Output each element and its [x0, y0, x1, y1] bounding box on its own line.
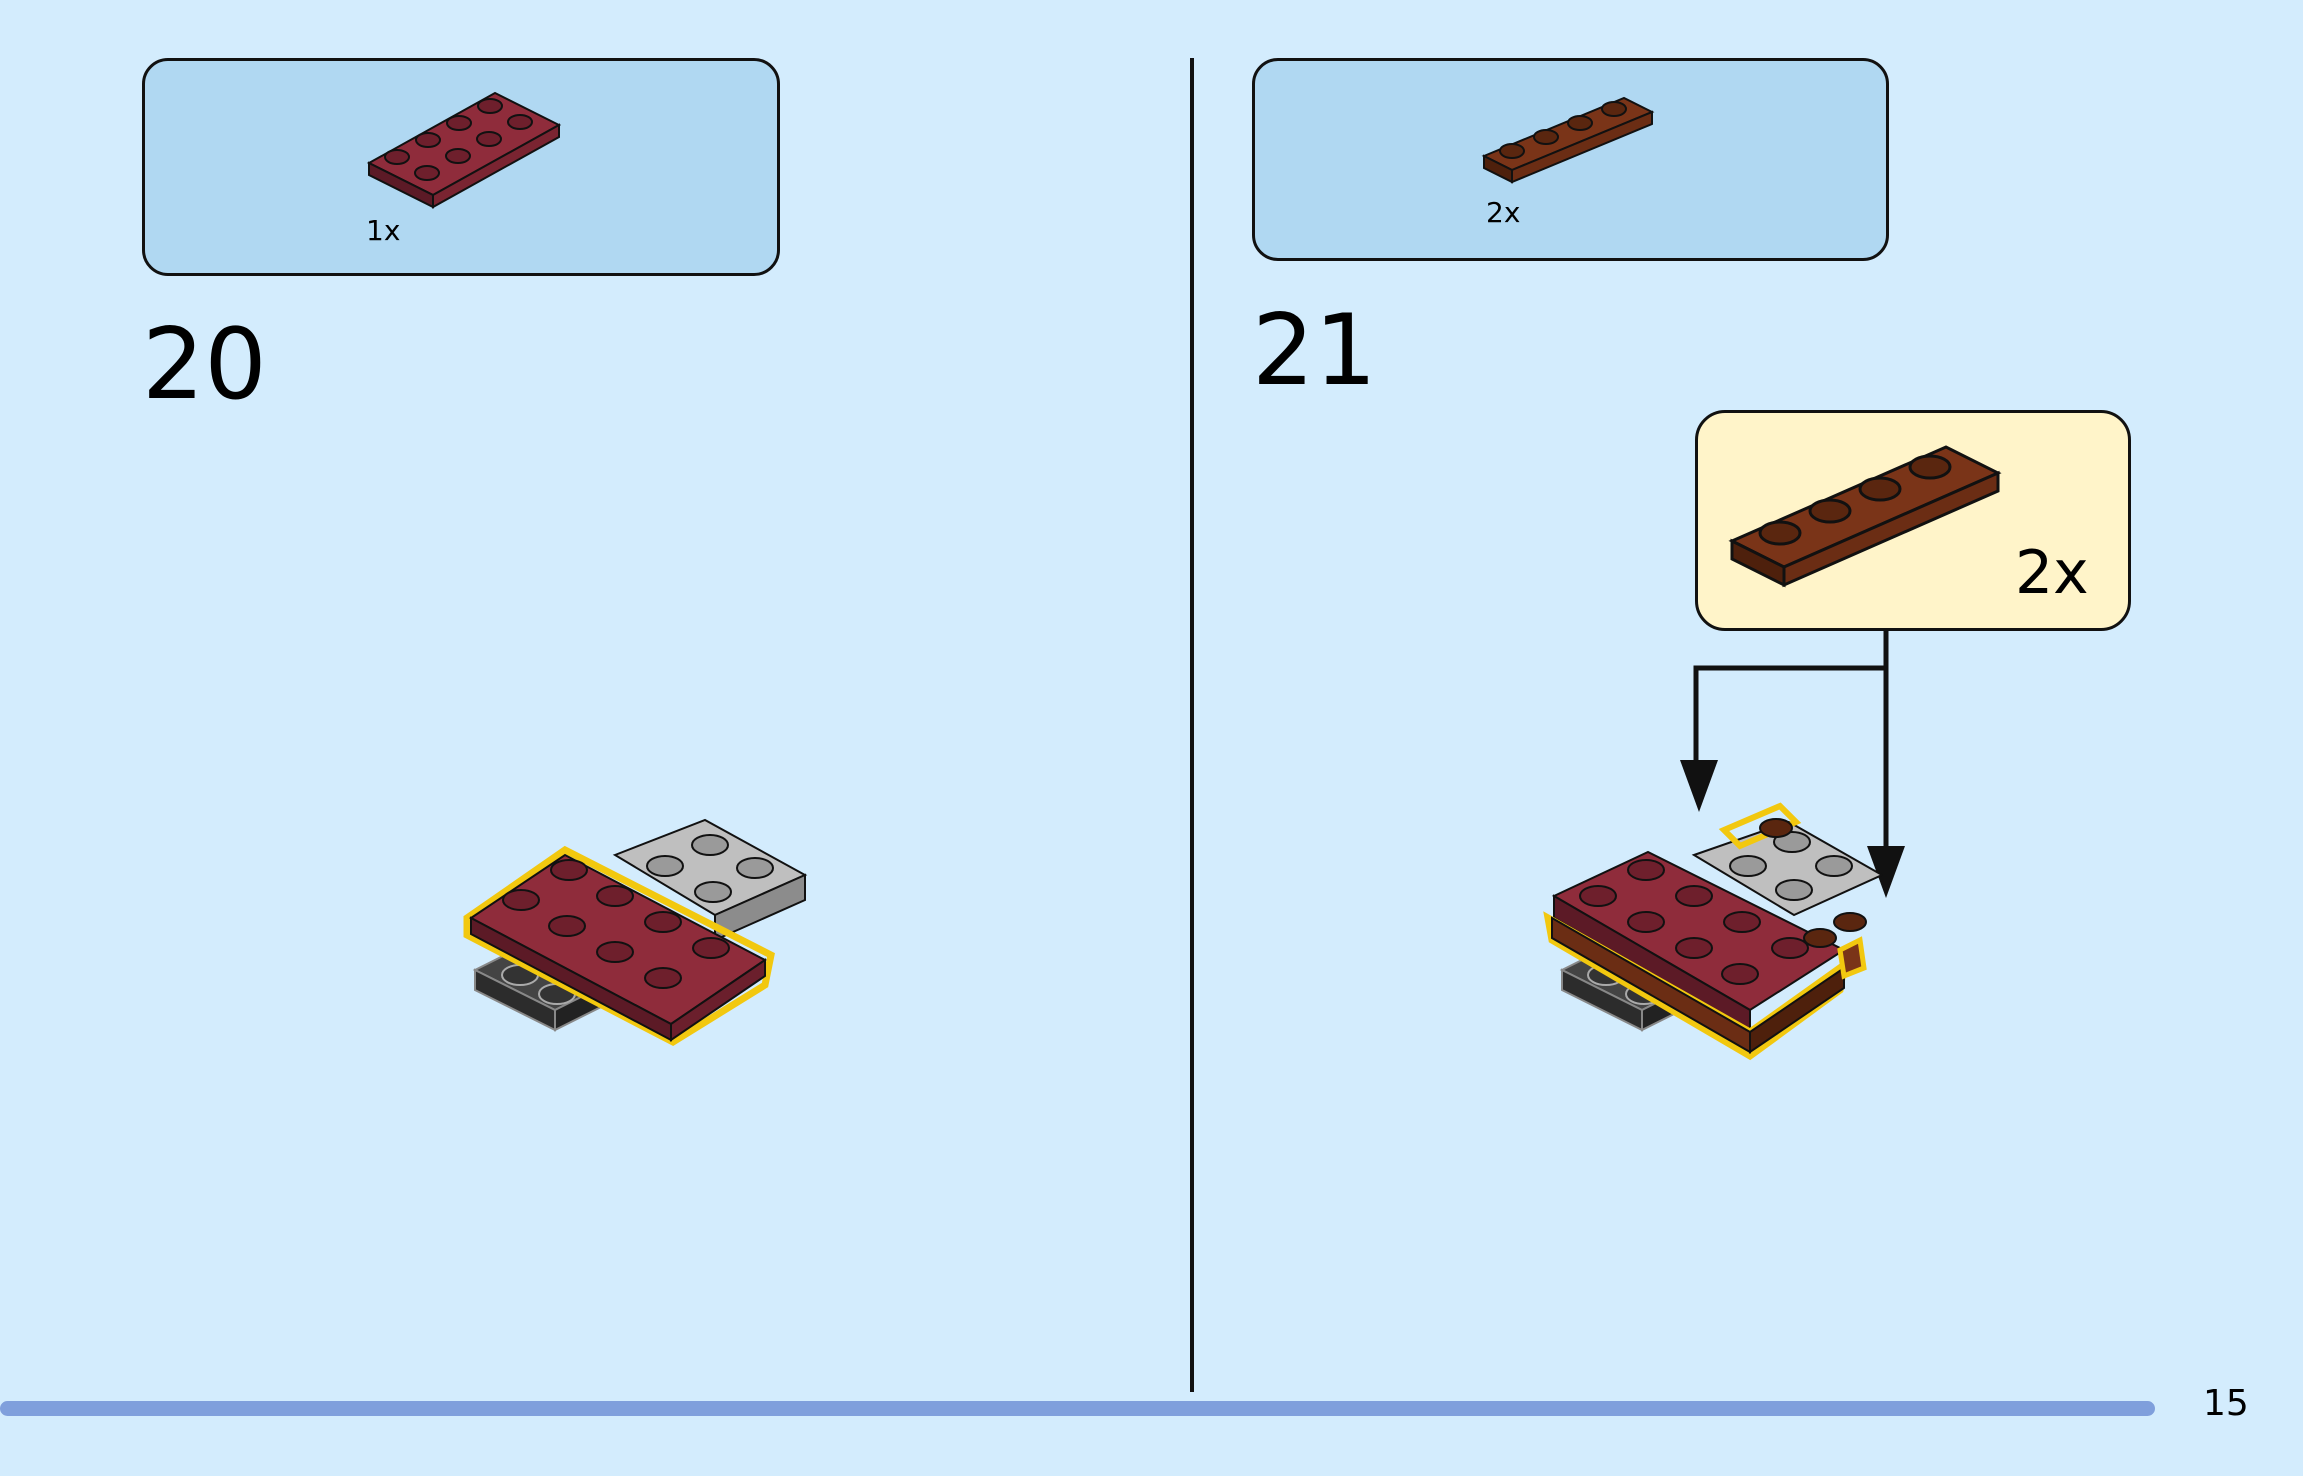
page-divider [1190, 58, 1194, 1392]
progress-bar [0, 1401, 2155, 1416]
plate-1x4-icon [1481, 96, 1655, 184]
arrow-down-icon [1680, 760, 1718, 812]
part-quantity: 1x [366, 214, 401, 247]
parts-list-box: 2x [1252, 58, 1889, 261]
arrow-down-icon [1867, 846, 1905, 898]
step-20-panel: 1x 20 [142, 58, 808, 1047]
dark-red-plate-highlighted [463, 845, 775, 1047]
plate-2x4-icon [366, 91, 562, 209]
dark-red-plate [1551, 850, 1847, 1034]
sub-assembly-callout: 2x [1695, 410, 2131, 631]
plate-1x4-icon [1728, 445, 2002, 588]
step-number: 20 [142, 308, 267, 422]
callout-quantity: 2x [2015, 538, 2089, 608]
assembly-illustration [1543, 802, 1885, 1061]
step-number: 21 [1252, 294, 1377, 408]
page-number: 15 [2203, 1383, 2249, 1424]
parts-list-box: 1x [142, 58, 780, 276]
assembly-illustration [463, 818, 808, 1047]
step-21-panel: 2x 21 2x [1194, 0, 2303, 1476]
reddish-brown-plate-front [1543, 911, 1867, 1061]
part-quantity: 2x [1486, 196, 1521, 229]
reddish-brown-plate-back [1718, 802, 1802, 850]
light-gray-plate [612, 818, 808, 942]
placement-arrows [1680, 630, 1905, 898]
